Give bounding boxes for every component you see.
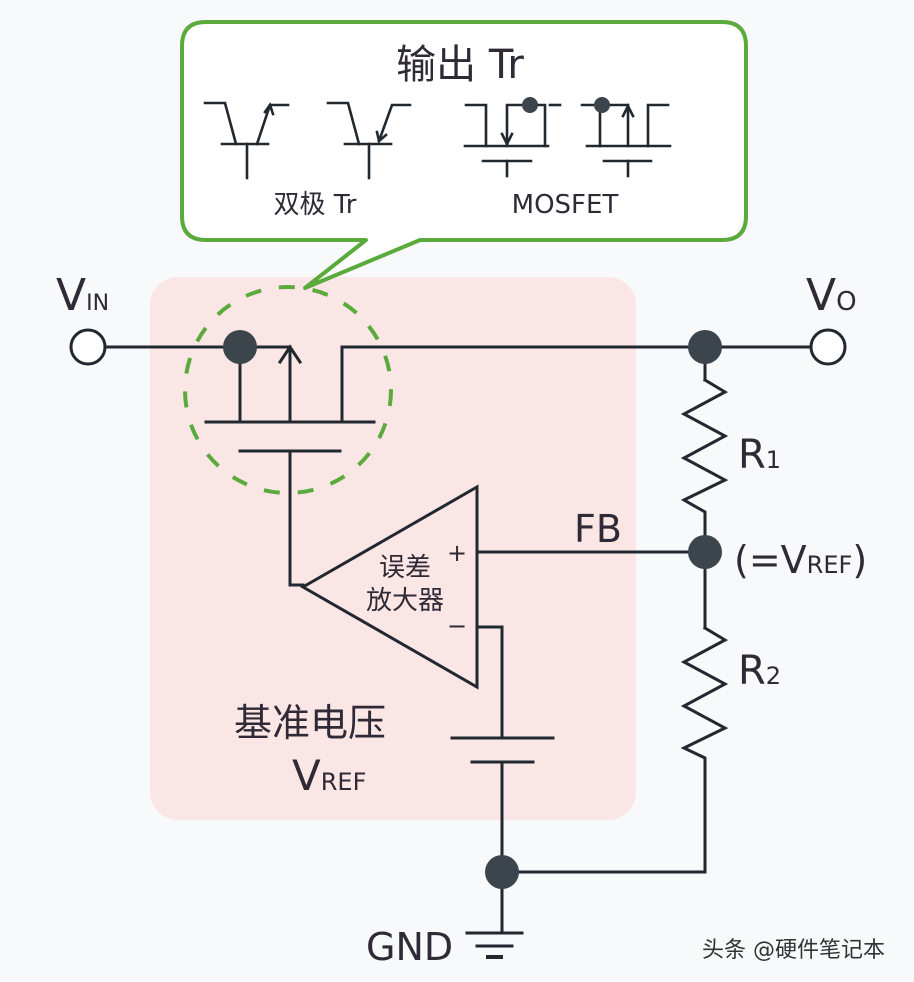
r1-label: R1 — [738, 432, 781, 478]
callout-title: 输出 Tr — [396, 42, 524, 88]
amp-plus-sign: + — [447, 539, 467, 567]
node-vo-junction — [688, 330, 722, 364]
vref-equals-label: (=VREF) — [734, 538, 867, 582]
npn-transistor-icon — [203, 101, 290, 180]
pnp-transistor-icon — [326, 101, 412, 180]
vin-label: VIN — [56, 270, 109, 321]
ic-region — [150, 277, 636, 820]
fb-label: FB — [574, 507, 622, 551]
r2-label: R2 — [738, 648, 781, 694]
vo-terminal — [809, 328, 847, 366]
amp-label-line1: 误差 — [379, 553, 431, 583]
amp-minus-sign: − — [447, 612, 467, 640]
vin-terminal — [69, 328, 107, 366]
bipolar-label: 双极 Tr — [273, 190, 356, 220]
gnd-label: GND — [366, 925, 453, 969]
vo-label: VO — [806, 270, 857, 321]
watermark: 头条 @硬件笔记本 — [702, 938, 885, 963]
highlight-circle — [183, 285, 393, 495]
output-tr-callout: 输出 Tr 双极 Tr — [180, 20, 748, 290]
nmos-transistor-icon — [463, 97, 562, 178]
mosfet-label: MOSFET — [512, 190, 619, 220]
vref-label: VREF — [292, 751, 366, 800]
node-vin-junction — [223, 330, 257, 364]
error-amplifier: 误差 放大器 + − — [299, 484, 479, 690]
reference-voltage-label: 基准电压 — [234, 701, 386, 745]
callout-bubble — [180, 20, 748, 290]
pmos-transistor-icon — [580, 97, 672, 178]
node-fb-junction — [688, 535, 722, 569]
amp-label-line2: 放大器 — [366, 586, 444, 616]
node-gnd-junction — [485, 855, 519, 889]
